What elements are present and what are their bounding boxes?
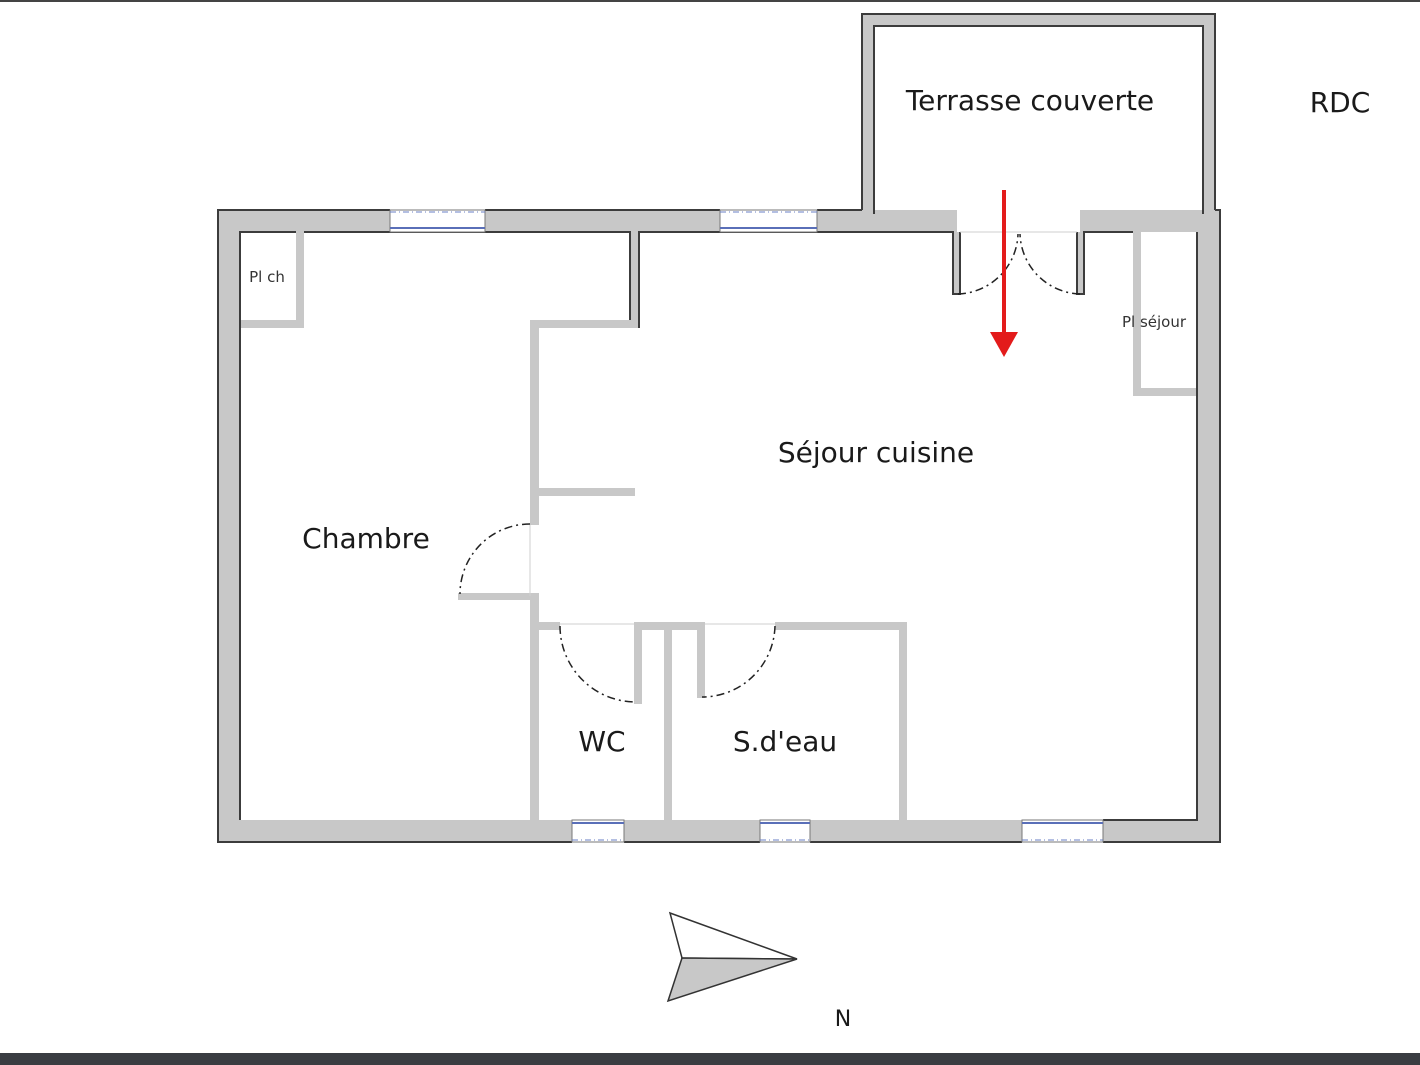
entry-door-right-swing <box>1019 233 1081 295</box>
sdeau-top <box>775 622 907 630</box>
wc-door-swing <box>559 625 637 703</box>
wall-north-4 <box>1080 210 1220 232</box>
wc-sdeau-partition <box>664 622 672 822</box>
window-south-2 <box>759 819 811 843</box>
pl-sejour-label: Pl séjour <box>1122 313 1187 331</box>
wall-west <box>218 210 240 842</box>
terrace-outline <box>861 13 1216 210</box>
chambre-label: Chambre <box>302 522 430 555</box>
terrace-inner <box>873 25 1204 214</box>
wall-outlines <box>217 13 1221 843</box>
windows <box>389 209 1104 843</box>
wc-top-left <box>530 622 560 630</box>
bottom-bar <box>0 1053 1420 1065</box>
terrace-wall-east <box>1203 14 1215 214</box>
pl-ch-wall-bottom <box>240 320 304 328</box>
inner-north-far <box>1076 231 1133 295</box>
wall-south-4 <box>1103 820 1220 842</box>
entry-door-left-swing <box>957 233 1019 295</box>
sejour-label: Séjour cuisine <box>778 436 974 469</box>
pl-sejour-wall-left <box>1133 232 1141 396</box>
window-south-3 <box>1021 819 1104 843</box>
sdeau-door-swing <box>701 625 776 698</box>
floor-level-label: RDC <box>1310 86 1371 119</box>
partition-vertical-upper <box>530 320 539 525</box>
inner-north-mid <box>304 231 631 320</box>
wall-south-3 <box>810 820 1022 842</box>
pl-ch-label: Pl ch <box>249 268 285 286</box>
inner-north-right <box>638 231 961 328</box>
wc-door-jamb <box>634 622 642 704</box>
entry-jamb-right <box>1077 232 1084 294</box>
terrace-wall-north <box>862 14 1215 26</box>
chambre-door-swing <box>459 523 531 595</box>
outer-outline-4 <box>1103 209 1221 843</box>
wall-south-1 <box>218 820 572 842</box>
sdeau-east <box>899 622 907 822</box>
partition-stub <box>530 488 635 496</box>
window-north-1 <box>389 209 486 233</box>
walls <box>218 14 1220 842</box>
wc-label: WC <box>578 725 625 758</box>
wall-east <box>1197 210 1220 842</box>
top-border <box>0 0 1420 2</box>
compass-north-label: N <box>835 1007 851 1032</box>
pl-ch-wall-right <box>296 232 304 328</box>
outer-outline <box>217 209 572 843</box>
wall-north-3 <box>817 210 957 232</box>
partition-vertical-lower <box>530 596 539 822</box>
window-south-1 <box>571 819 625 843</box>
terrace-label: Terrasse couverte <box>905 84 1154 117</box>
inner-north-left <box>239 231 296 820</box>
terrace-wall-west <box>862 14 874 214</box>
entry-jamb-left <box>953 232 960 294</box>
inner-east <box>1103 232 1198 821</box>
wall-north-2 <box>485 210 720 232</box>
partition-upper <box>630 232 639 328</box>
pl-sejour-wall-bottom <box>1133 388 1197 396</box>
window-north-2 <box>719 209 818 233</box>
sdeau-label: S.d'eau <box>733 725 837 758</box>
north-compass-icon <box>666 911 798 1003</box>
chambre-door-wall <box>458 593 539 600</box>
wall-north-1 <box>218 210 390 232</box>
sdeau-door-jamb <box>697 622 705 698</box>
entry-arrow <box>990 190 1018 357</box>
doors <box>459 231 1081 703</box>
partition-step <box>530 320 639 328</box>
wall-south-2 <box>624 820 760 842</box>
